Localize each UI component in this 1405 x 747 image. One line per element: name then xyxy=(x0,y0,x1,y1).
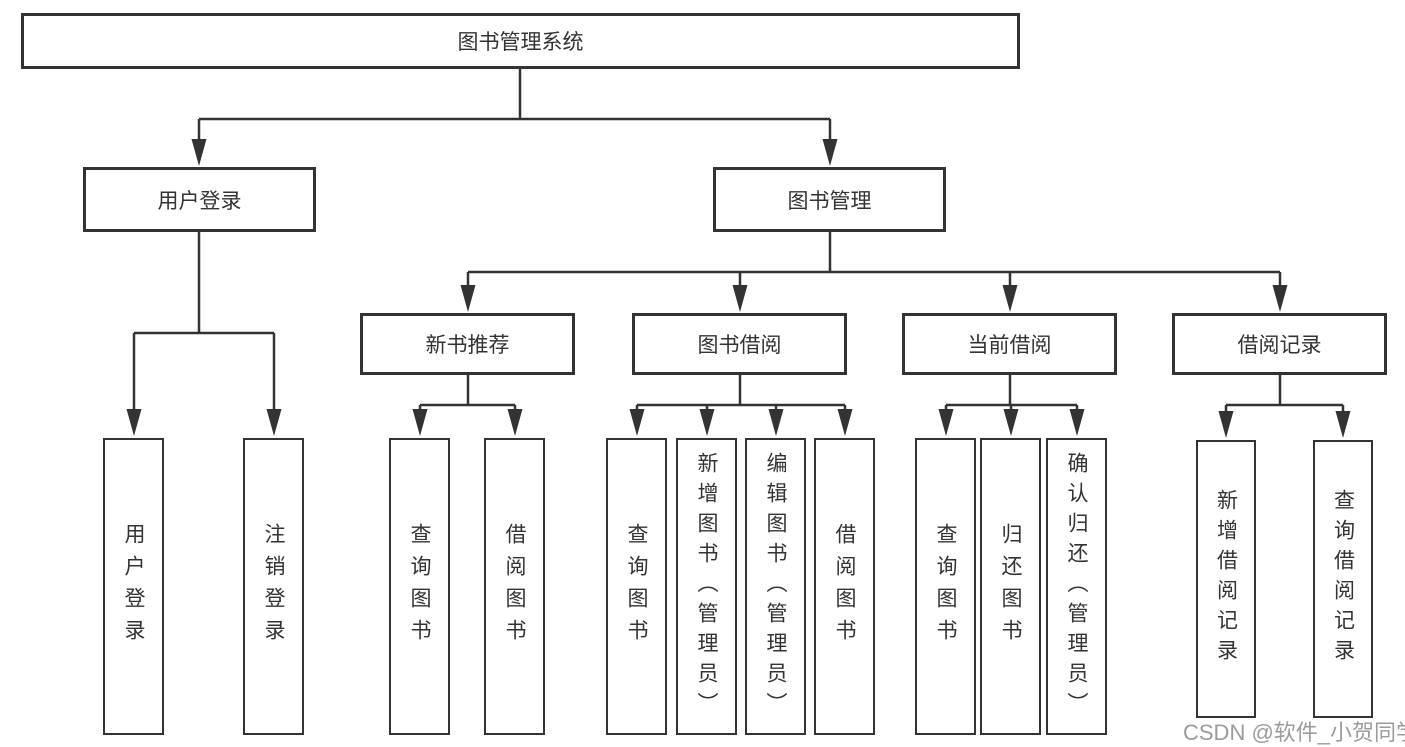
leaf-user-login-label: 用户登录 xyxy=(122,522,145,651)
leaf-query-books-2: 查询图书 xyxy=(606,438,667,735)
leaf-return-books-label: 归还图书 xyxy=(999,522,1022,651)
node-book-borrow-label: 图书借阅 xyxy=(697,334,782,357)
leaf-return-books: 归还图书 xyxy=(980,438,1041,735)
leaf-query-books-2-label: 查询图书 xyxy=(625,522,648,651)
leaf-logout-label: 注销登录 xyxy=(262,522,285,651)
leaf-query-books-1: 查询图书 xyxy=(389,438,450,735)
leaf-confirm-return-admin: 确认归还（管理员） xyxy=(1046,438,1107,735)
leaf-borrow-books-1-label: 借阅图书 xyxy=(503,522,526,651)
node-new-book-recommend: 新书推荐 xyxy=(360,313,575,375)
node-book-borrow: 图书借阅 xyxy=(632,313,847,375)
leaf-add-borrow-record: 新增借阅记录 xyxy=(1196,440,1256,718)
leaf-query-books-1-label: 查询图书 xyxy=(408,522,431,651)
arrowheads xyxy=(126,139,1351,438)
leaf-query-borrow-record-label: 查询借阅记录 xyxy=(1331,489,1355,669)
leaf-query-borrow-record: 查询借阅记录 xyxy=(1313,440,1373,718)
leaf-borrow-books-1: 借阅图书 xyxy=(484,438,545,735)
leaf-confirm-return-admin-label: 确认归还（管理员） xyxy=(1065,451,1088,722)
csdn-watermark: CSDN @软件_小贺同学 xyxy=(1183,720,1405,745)
leaf-add-books-admin: 新增图书（管理员） xyxy=(676,438,737,735)
leaf-borrow-books-2: 借阅图书 xyxy=(814,438,875,735)
leaf-user-login: 用户登录 xyxy=(103,438,164,735)
node-borrow-records-label: 借阅记录 xyxy=(1237,334,1322,357)
node-current-borrow-label: 当前借阅 xyxy=(967,334,1052,357)
node-user-login-label: 用户登录 xyxy=(157,189,242,213)
leaf-edit-books-admin-label: 编辑图书（管理员） xyxy=(764,451,787,722)
node-root-label: 图书管理系统 xyxy=(457,31,584,54)
leaf-add-borrow-record-label: 新增借阅记录 xyxy=(1214,489,1238,669)
node-user-login: 用户登录 xyxy=(83,167,316,232)
leaf-add-books-admin-label: 新增图书（管理员） xyxy=(695,451,718,722)
leaf-query-books-3-label: 查询图书 xyxy=(934,522,957,651)
leaf-borrow-books-2-label: 借阅图书 xyxy=(833,522,856,651)
node-book-management-label: 图书管理 xyxy=(787,189,872,213)
node-borrow-records: 借阅记录 xyxy=(1172,313,1387,375)
leaf-logout: 注销登录 xyxy=(243,438,304,735)
node-root-system: 图书管理系统 xyxy=(21,13,1020,69)
node-new-book-recommend-label: 新书推荐 xyxy=(425,334,510,357)
leaf-query-books-3: 查询图书 xyxy=(915,438,976,735)
node-book-management: 图书管理 xyxy=(713,167,946,232)
leaf-edit-books-admin: 编辑图书（管理员） xyxy=(745,438,806,735)
node-current-borrow: 当前借阅 xyxy=(902,313,1117,375)
